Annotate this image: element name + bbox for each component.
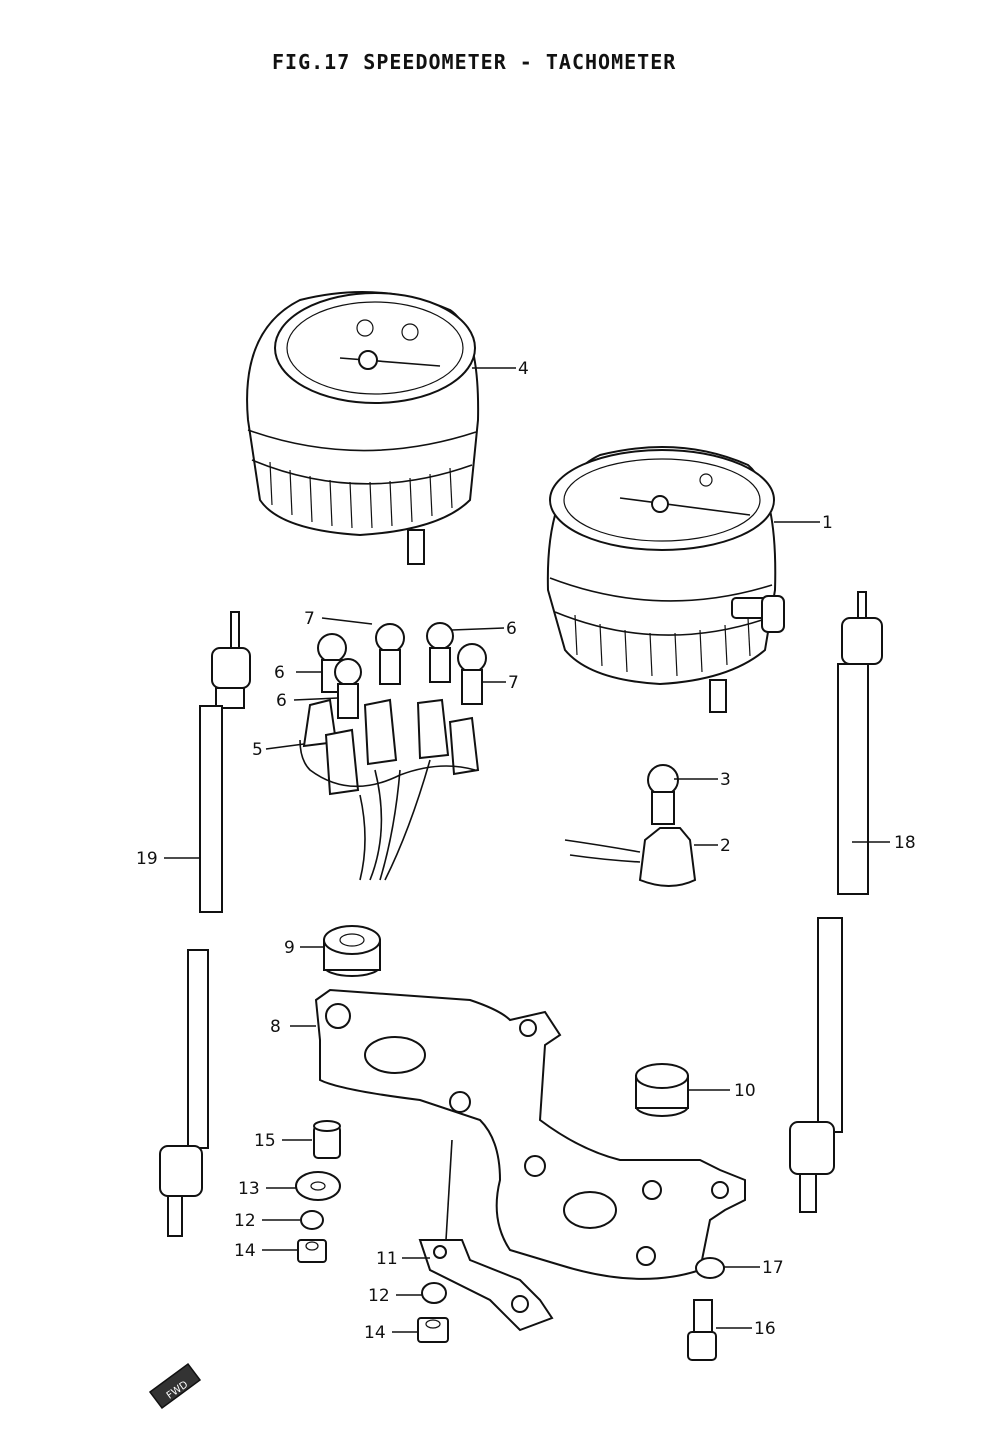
callout-13: 13 — [238, 1179, 260, 1199]
figure-title: FIG.17 SPEEDOMETER - TACHOMETER — [272, 50, 677, 74]
callout-17: 17 — [762, 1258, 784, 1278]
callout-6: 6 — [276, 691, 287, 711]
callout-7: 7 — [508, 673, 519, 693]
callout-labels: 4 1 7 6 6 6 7 5 3 2 19 18 9 8 10 15 13 1… — [136, 359, 916, 1343]
callout-3: 3 — [720, 770, 731, 790]
washer-13 — [295, 1171, 341, 1201]
socket-assembly — [299, 698, 480, 881]
leader-lines — [164, 367, 890, 1333]
lock-washer-12-right — [421, 1282, 447, 1304]
callout-9: 9 — [284, 938, 295, 958]
callout-14: 14 — [364, 1323, 386, 1343]
tachometer-gauge — [546, 446, 785, 713]
nut-14-left — [297, 1239, 327, 1263]
callout-1: 1 — [822, 513, 833, 533]
callout-15: 15 — [254, 1131, 276, 1151]
callout-8: 8 — [270, 1017, 281, 1037]
callout-12: 12 — [368, 1286, 390, 1306]
callout-6: 6 — [506, 619, 517, 639]
lock-washer-12-left — [300, 1210, 324, 1230]
callout-14: 14 — [234, 1241, 256, 1261]
spacer-15 — [313, 1120, 341, 1159]
clip-17 — [695, 1257, 725, 1279]
callout-6: 6 — [274, 663, 285, 683]
callout-16: 16 — [754, 1319, 776, 1339]
callout-12: 12 — [234, 1211, 256, 1231]
bolt-16 — [687, 1299, 717, 1361]
callout-19: 19 — [136, 849, 158, 869]
callout-18: 18 — [894, 833, 916, 853]
bulb-and-socket — [564, 764, 697, 887]
tachometer-cable — [789, 591, 883, 1213]
bracket-11 — [418, 1139, 554, 1332]
nut-14-right — [417, 1317, 449, 1343]
meter-bracket — [314, 988, 746, 1280]
callout-11: 11 — [376, 1249, 398, 1269]
speedometer-gauge — [246, 291, 480, 565]
callout-10: 10 — [734, 1081, 756, 1101]
callout-4: 4 — [518, 359, 529, 379]
callout-7: 7 — [304, 609, 315, 629]
fwd-arrow-icon: FWD — [148, 1362, 202, 1410]
speedometer-cable — [159, 611, 251, 1237]
grommet — [323, 925, 381, 977]
callout-5: 5 — [252, 740, 263, 760]
indicator-bulbs — [317, 622, 487, 719]
callout-2: 2 — [720, 836, 731, 856]
cap — [635, 1063, 689, 1117]
